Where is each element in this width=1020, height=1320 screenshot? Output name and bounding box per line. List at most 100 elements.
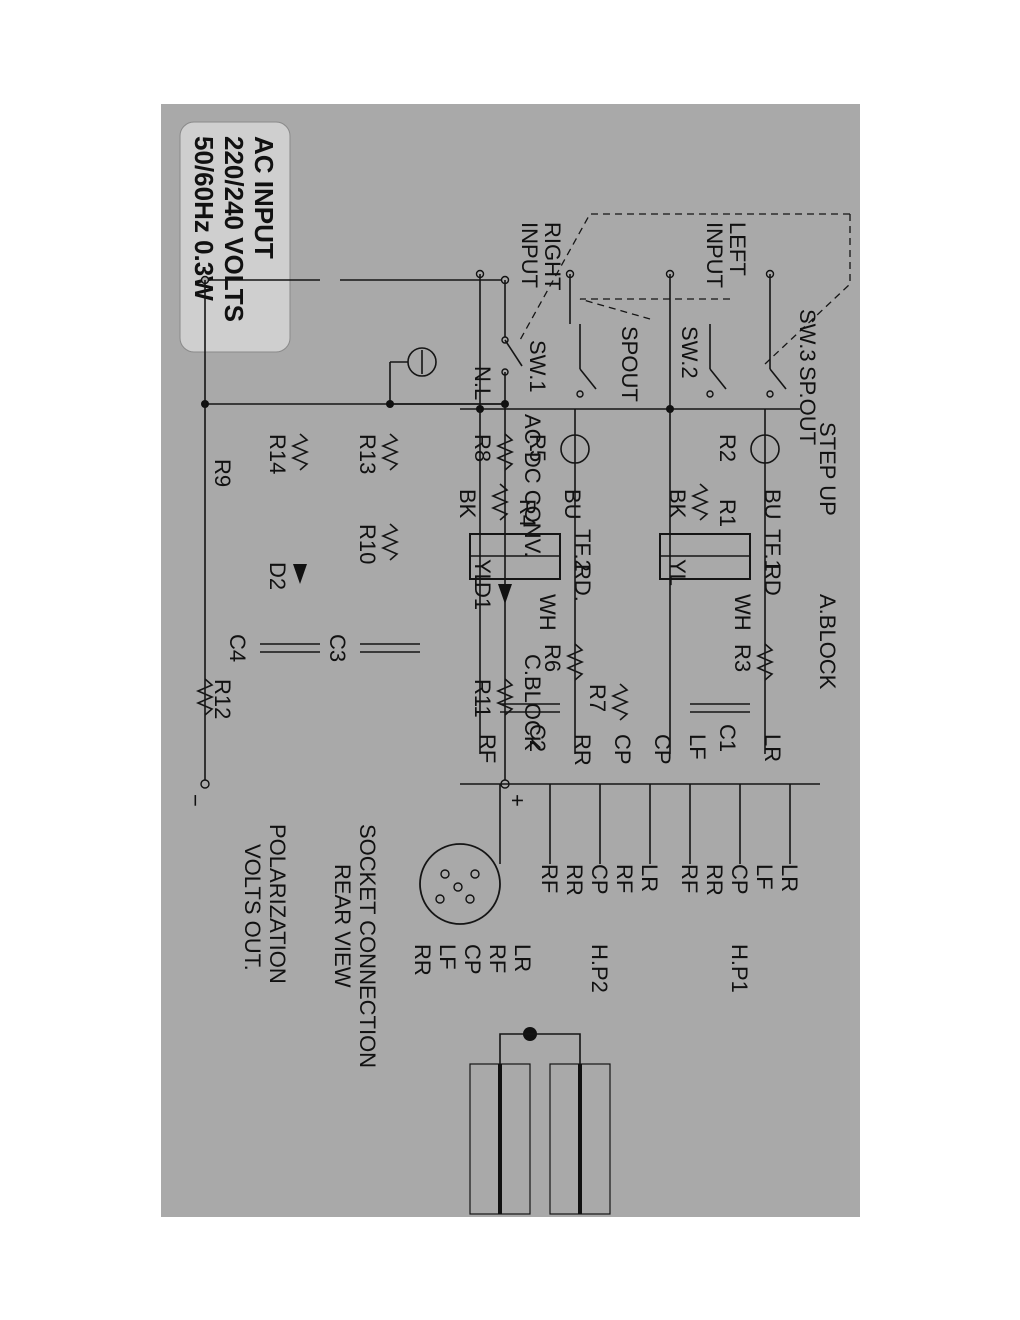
node-cp-label-1: CP [650, 734, 675, 765]
r1-label: R1 [715, 499, 740, 527]
r4-label: R4 [515, 499, 540, 527]
socket-pin-rr: RR [410, 944, 435, 976]
resistor-r3 [755, 643, 775, 681]
plug-drawing [469, 1027, 611, 1215]
d2-label: D2 [265, 562, 290, 590]
polarization-line1: POLARIZATION [265, 824, 290, 984]
socket-pin-cp: CP [460, 944, 485, 975]
resistor-r6 [565, 643, 585, 681]
bu-label-2: BU [560, 489, 585, 520]
spout-blade [579, 368, 597, 390]
sw2-linkage [579, 298, 730, 320]
r6-label: R6 [540, 644, 565, 672]
hp1-pin-cp: CP [727, 864, 752, 895]
terminal [465, 894, 475, 904]
terminal [576, 390, 584, 398]
c4-label: C4 [225, 634, 250, 662]
diode-d1-icon [498, 584, 512, 604]
ac-input-panel: AC INPUT 220/240 VOLTS 50/60Hz 0.3W [179, 121, 291, 353]
resistor-r8 [495, 433, 515, 471]
c-block-label: C.BLOCK [520, 654, 545, 751]
minus-label: − [183, 794, 208, 807]
sw2-blade [709, 368, 727, 390]
right-input-label-1: RIGHT [540, 222, 565, 290]
hp2-pin-lr: LR [637, 864, 662, 892]
r14-label: R14 [265, 434, 290, 474]
wh-label-2: WH [535, 594, 560, 631]
node-lf-label: LF [685, 734, 710, 760]
diode-d2-icon [293, 564, 307, 584]
bk-label-1: BK [665, 489, 690, 519]
ac-input-box [179, 121, 291, 353]
schematic-svg: AC INPUT 220/240 VOLTS 50/60Hz 0.3W SW.1… [179, 121, 851, 1215]
node-lr-label: LR [760, 734, 785, 762]
socket-title: SOCKET CONNECTION [355, 824, 380, 1068]
r7-label: R7 [585, 684, 610, 712]
r13-label: R13 [355, 434, 380, 474]
rd-label-2: RD. [570, 564, 595, 602]
bk-label-2: BK [455, 489, 480, 519]
sw1-blade [504, 339, 523, 367]
hp1-pin-lf: LF [752, 864, 777, 890]
hp1-pin-lr: LR [777, 864, 802, 892]
r9-label: R9 [210, 459, 235, 487]
sw1-label: SW.1 [525, 340, 550, 393]
hp2-pin-rf2: RF [537, 864, 562, 893]
sw3-blade [769, 368, 787, 390]
junction [386, 400, 394, 408]
switch-linkage [519, 213, 851, 365]
socket-pin-lf: LF [435, 944, 460, 970]
sp-out-label: SP.OUT [795, 366, 820, 445]
c3-label: C3 [325, 634, 350, 662]
resistor-r13 [380, 433, 400, 471]
input-section: LEFT INPUT RIGHT INPUT SW.3 SP.OUT SW.2 … [460, 222, 820, 445]
r10-label: R10 [355, 524, 380, 564]
ac-input-line2: 220/240 VOLTS [219, 136, 249, 322]
plus-label: + [505, 794, 530, 807]
resistor-r4 [490, 483, 510, 521]
headphone-outputs: LR LF CP RR RF H.P1 LR RF CP RR RF H.P2 [499, 784, 802, 993]
sw2-label: SW.2 [677, 326, 702, 379]
a-block-label: A.BLOCK [815, 594, 840, 690]
step-up-section: STEP UP R2 R5 R1 R4 BU BK BU BK TF.1 RD … [455, 409, 840, 754]
ac-dc-converter: SW.1 N.L + − R8 R13 R14 R9 AC-DC CONV. R… [183, 275, 550, 807]
resistor-r10 [380, 523, 400, 561]
resistor-r1 [690, 483, 710, 521]
wh-label-1: WH [730, 594, 755, 631]
node-rr-label: RR [570, 734, 595, 766]
nl-label: N.L [470, 366, 495, 400]
socket-icon [419, 843, 501, 925]
terminal [453, 882, 463, 892]
r2-label: R2 [715, 434, 740, 462]
step-up-label: STEP UP [815, 422, 840, 516]
rd-label-1: RD [760, 564, 785, 596]
hp1-pin-rf: RF [677, 864, 702, 893]
resistor-r12 [195, 678, 215, 716]
shape [530, 1033, 581, 1064]
right-input-label-2: INPUT [517, 222, 542, 288]
hp2-pin-rr: RR [562, 864, 587, 896]
socket-pin-lr: LR [510, 944, 535, 972]
r5-label: R5 [525, 434, 550, 462]
node-cp-label-2: CP [610, 734, 635, 765]
schematic-scan: AC INPUT 220/240 VOLTS 50/60Hz 0.3W SW.1… [161, 104, 860, 1217]
terminal [706, 390, 714, 398]
a-block: A.BLOCK R3 R6 R7 C1 C2 LR LF CP CP RR RF [460, 594, 840, 785]
hp1-label: H.P1 [727, 944, 752, 993]
hp2-pin-cp: CP [587, 864, 612, 895]
spout-label: SPOUT [617, 326, 642, 402]
hp2-pin-rf: RF [612, 864, 637, 893]
polarization-line2: VOLTS OUT. [240, 844, 265, 971]
schematic-board: AC INPUT 220/240 VOLTS 50/60Hz 0.3W SW.1… [161, 104, 860, 1217]
yl-label-2: YL [470, 559, 495, 586]
left-input-label-1: LEFT [725, 222, 750, 276]
ac-input-line1: AC INPUT [249, 136, 279, 259]
socket-rear-view: LR RF CP LF RR SOCKET CONNECTION REAR VI… [240, 824, 535, 1068]
neg-terminal [200, 779, 210, 789]
sw1-linkage [519, 213, 850, 341]
terminal [470, 869, 480, 879]
resistor-r11 [495, 678, 515, 716]
sw3-label: SW.3 [795, 309, 820, 362]
tf1-label: TF.1 [760, 529, 785, 572]
r12-label: R12 [210, 679, 235, 719]
